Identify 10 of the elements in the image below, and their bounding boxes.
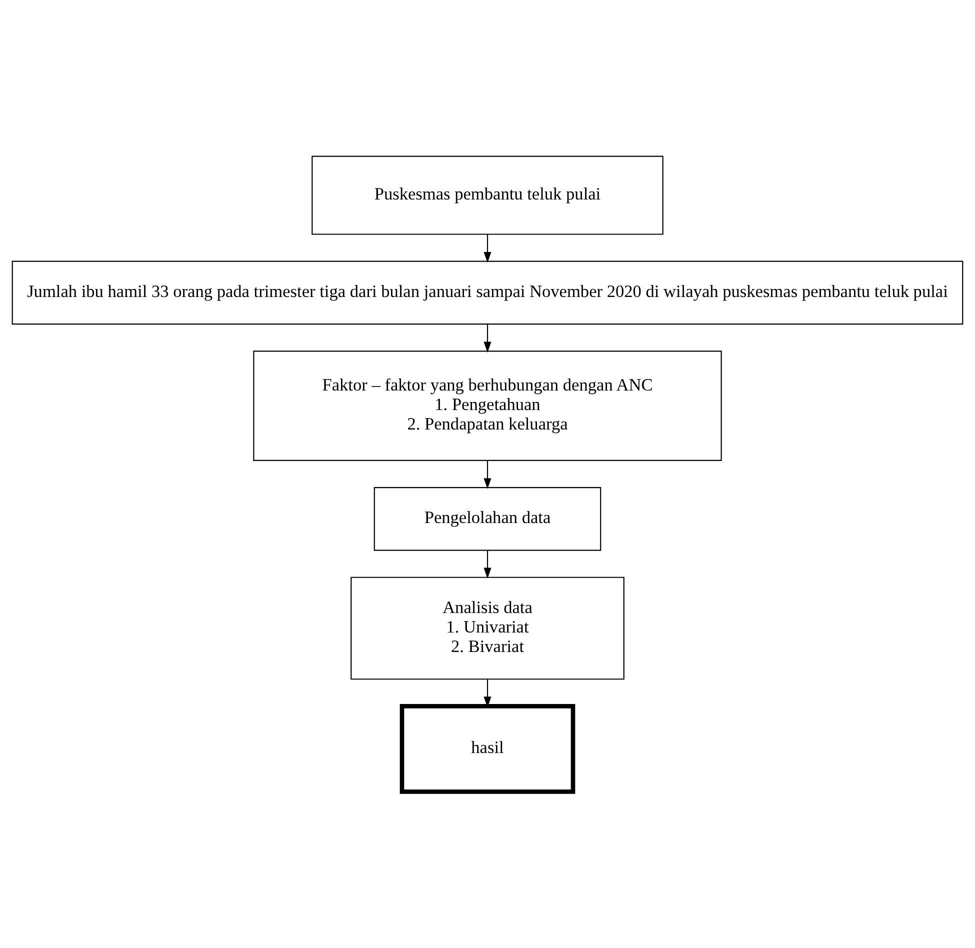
node-box: Faktor – faktor yang berhubungan dengan ANC 1. Pengetahuan 2. Pendapatan keluarga bbox=[253, 350, 722, 462]
arrow bbox=[484, 460, 492, 490]
arrow bbox=[484, 550, 492, 579]
node-box: Analisis data 1. Univariat 2. Bivariat bbox=[350, 576, 624, 680]
node-box: Puskesmas pembantu teluk pulai bbox=[312, 156, 664, 235]
arrow bbox=[484, 324, 492, 353]
arrow bbox=[484, 234, 492, 263]
node-box: Pengelolahan data bbox=[374, 486, 602, 551]
node-box: Jumlah ibu hamil 33 orang pada trimester tiga dari bulan januari sampai November 2020 di wilayah puskesmas pembantu teluk pulai bbox=[12, 260, 964, 325]
node-box: hasil bbox=[400, 704, 576, 794]
